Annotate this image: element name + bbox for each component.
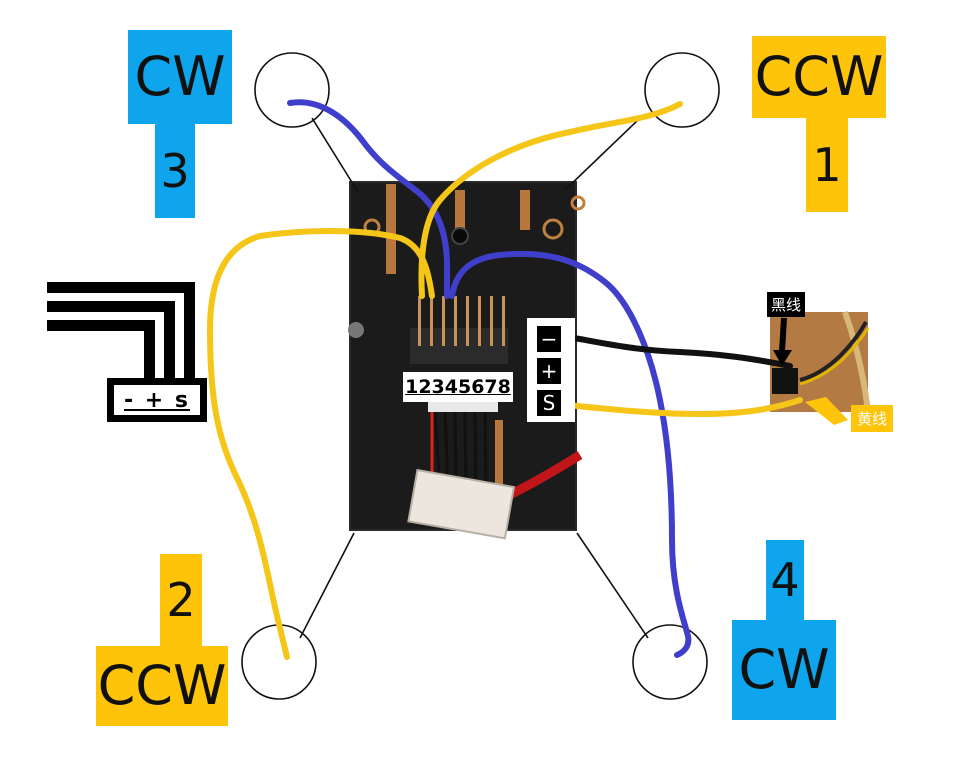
blue-wire-motor-3 <box>287 99 451 299</box>
motor-2-number: 2 <box>160 554 202 646</box>
connector-legend: − + S <box>527 318 575 422</box>
yellow-wire-motor-2 <box>207 228 435 660</box>
motor-4-number: 4 <box>766 540 804 620</box>
motor-1-circle <box>644 52 720 128</box>
connector-negative: − <box>537 326 561 352</box>
yellow-signal-wire <box>553 397 803 417</box>
motor-3-number: 3 <box>155 124 195 218</box>
motor-4-direction: CW <box>732 620 836 720</box>
frame-arms <box>299 117 649 639</box>
black-wire-tag: 黑线 <box>767 292 806 317</box>
black-signal-wire <box>559 333 793 369</box>
motor-3-direction: CW <box>128 30 232 124</box>
yellow-wire-tag: 黄线 <box>851 405 894 432</box>
motor-4-circle <box>632 624 708 700</box>
signal-symbol <box>47 282 195 382</box>
motor-2-direction: CCW <box>96 646 228 726</box>
yellow-wire-motor-1 <box>418 101 683 299</box>
motor-3-circle <box>254 52 330 128</box>
black-wire-arrow <box>773 317 792 366</box>
connector-positive: + <box>537 358 561 384</box>
yellow-wire-arrow <box>805 397 848 425</box>
motor-1-number: 1 <box>806 118 848 212</box>
blue-wire-motor-4 <box>449 250 692 658</box>
motor-1-direction: CCW <box>752 36 886 118</box>
pin-number-label: 12345678 <box>403 372 513 402</box>
signal-legend: - + s <box>107 378 207 422</box>
connector-signal: S <box>537 390 561 416</box>
